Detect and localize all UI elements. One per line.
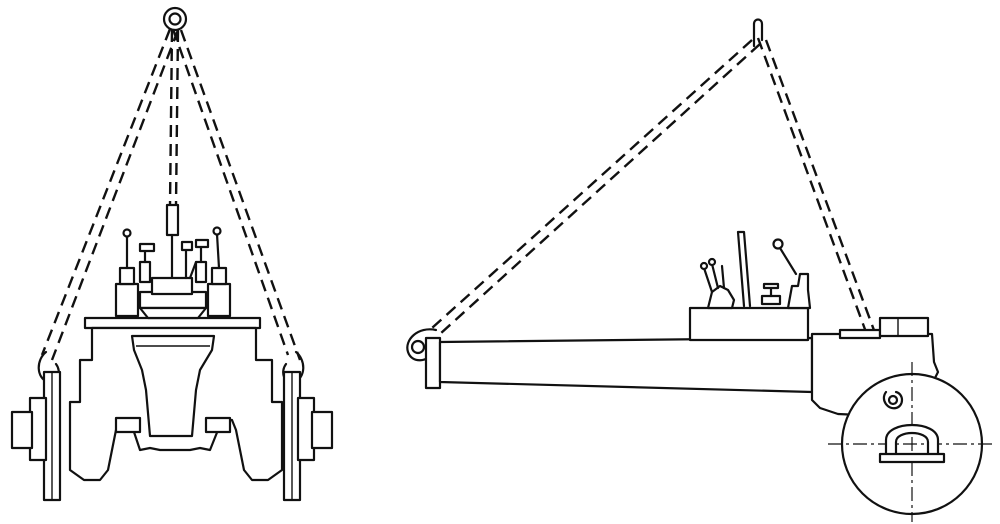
lifting-eye-ring (162, 6, 188, 32)
crane-hook (752, 18, 764, 48)
differential-housing (130, 334, 216, 438)
front-view (10, 6, 334, 502)
front-sling-legs (40, 28, 302, 361)
wheel-hub (828, 362, 996, 522)
wheel-shackle (882, 390, 904, 410)
bracket-left (114, 416, 142, 434)
control-levers (122, 226, 222, 280)
wheel-hub-left (10, 370, 62, 502)
bracket-right (204, 416, 232, 434)
end-plate (424, 336, 442, 390)
housing-cap (838, 328, 882, 340)
side-control-levers (699, 230, 812, 310)
control-box (688, 306, 810, 342)
top-box (878, 316, 930, 338)
centre-lifting-rod (165, 203, 180, 284)
side-view (406, 18, 996, 522)
top-control-assembly (114, 260, 232, 320)
top-plate (83, 316, 262, 330)
frame-beam (438, 336, 814, 394)
wheel-hub-right (282, 370, 334, 502)
